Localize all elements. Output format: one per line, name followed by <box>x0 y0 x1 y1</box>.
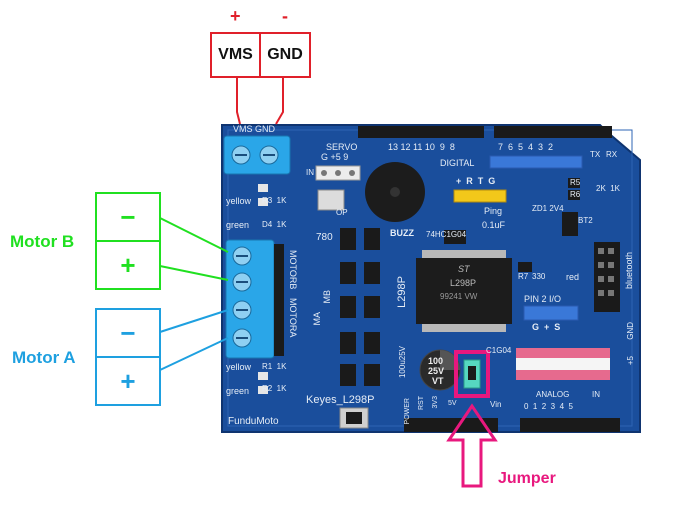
buzzer <box>365 162 425 222</box>
r6-silk: R6 <box>570 190 581 199</box>
c1g04-silk: C1G04 <box>486 346 512 355</box>
cap-text-1: 100 <box>428 356 444 366</box>
pin2-io-header <box>523 305 579 321</box>
motora-silk: MOTORA <box>288 298 298 338</box>
power-plus-sign: + <box>230 6 241 26</box>
vms-gnd-silk: VMS GND <box>233 124 276 134</box>
pin2-io-silk: PIN 2 I/O <box>524 294 562 304</box>
power-minus-sign: - <box>282 6 288 26</box>
jumper-arrow <box>446 403 498 488</box>
motorb-silk: MOTORB <box>288 250 298 290</box>
r5-silk: R5 <box>570 178 581 187</box>
cap-text-2: 25V <box>428 366 445 376</box>
servo-silk: SERVO <box>326 142 358 152</box>
ping-pins-silk: + R T G <box>456 176 496 186</box>
bt2-silk: BT2 <box>578 216 593 225</box>
l298p-side-silk: L298P <box>396 276 408 308</box>
analog-silk: ANALOG <box>536 390 570 399</box>
vms-label-box: VMS <box>210 32 261 78</box>
motor-a-leader-lines <box>159 309 229 371</box>
power-leader-lines <box>236 78 284 125</box>
motor-b-leader-lines <box>159 217 229 281</box>
yellow2-silk: yellow <box>226 362 252 372</box>
r2-silk: R2 1K <box>262 384 287 393</box>
5v-silk: 5V <box>448 400 457 407</box>
motor-a-minus-box: − <box>95 308 161 358</box>
motor-a-plus-box: + <box>95 356 161 406</box>
ping-silk: Ping <box>484 206 503 216</box>
780-silk: 780 <box>316 232 333 243</box>
l298p-chip <box>416 250 512 332</box>
motor-b-label: Motor B <box>10 232 75 251</box>
rst-silk: RST <box>418 396 425 410</box>
rx-silk: RX <box>606 150 618 159</box>
jumper-label: Jumper <box>498 470 556 487</box>
motor-a-label: Motor A <box>12 348 76 367</box>
power-terminal-block <box>223 135 291 175</box>
plus5-side-silk: +5 <box>626 356 635 366</box>
gnd-side-silk: GND <box>626 322 635 340</box>
green-silk: green <box>226 220 250 230</box>
power-jumper <box>454 350 490 398</box>
ma-silk: MA <box>312 312 322 326</box>
r7-silk: R7 <box>518 272 529 281</box>
reset-button <box>339 407 369 429</box>
buzz-silk: BUZZ <box>390 228 414 238</box>
bluetooth-header <box>594 242 620 312</box>
g-s-silk: G + S <box>532 322 561 332</box>
motor-terminal-block <box>225 239 284 359</box>
l298p-chip-mark: ST <box>458 264 470 274</box>
power-header <box>404 418 498 432</box>
green2-silk: green <box>226 386 250 396</box>
digital-silk: DIGITAL <box>440 158 475 168</box>
top-right-pins-silk: 7 6 5 4 3 2 <box>498 142 554 152</box>
servo-pins-silk: G +5 9 <box>321 152 349 162</box>
l298p-chip-label: L298P <box>450 278 477 288</box>
ping-header <box>453 189 507 203</box>
cap-01-silk: 0.1uF <box>482 220 506 230</box>
zd1-silk: ZD1 2V4 <box>532 204 564 213</box>
chip-74-silk: 74HC1G04 <box>426 230 467 239</box>
mb-silk: MB <box>322 290 332 304</box>
power-silk: POWER <box>404 398 411 425</box>
r1-silk: R1 1K <box>262 362 287 371</box>
r3-silk: R3 1K <box>262 196 287 205</box>
l298p-chip-code: 99241 VW <box>440 292 478 301</box>
analog-in-silk: IN <box>592 390 600 399</box>
pin-numbers-silk: 13 12 11 10 9 8 <box>388 142 455 152</box>
servo-header <box>315 165 361 181</box>
cap-side-silk: 100u25V <box>398 346 407 379</box>
vin-silk: Vin <box>490 400 502 409</box>
analog-pins-silk: 0 1 2 3 4 5 <box>524 402 573 411</box>
d4-silk: D4 1K <box>262 220 287 229</box>
keyes-silk: Keyes_L298P <box>306 394 375 406</box>
tx-silk: TX <box>590 150 601 159</box>
gnd-label-box: GND <box>259 32 311 78</box>
fundumoto-silk: FunduMoto <box>228 416 279 427</box>
cap-text-3: VT <box>432 376 444 386</box>
digital-header-left <box>358 126 484 138</box>
in-silk: IN <box>306 168 314 177</box>
motor-b-minus-box: − <box>95 192 161 242</box>
analog-header <box>520 418 620 432</box>
digital-select-header <box>489 155 583 169</box>
digital-header-right <box>494 126 612 138</box>
r2k-silk: 2K 1K <box>596 184 621 193</box>
yellow-silk: yellow <box>226 196 252 206</box>
analog-sensor-header <box>516 348 610 380</box>
motor-b-plus-box: + <box>95 240 161 290</box>
3v3-silk: 3V3 <box>432 396 439 409</box>
bluetooth-silk: bluetooth <box>624 252 634 290</box>
red-silk: red <box>566 272 580 282</box>
r7-value-silk: 330 <box>532 272 546 281</box>
op-silk: OP <box>336 208 348 217</box>
